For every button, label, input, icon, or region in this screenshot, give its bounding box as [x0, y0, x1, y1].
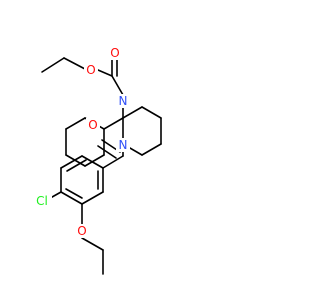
bond [81, 191, 104, 205]
atom-cl: Cl [36, 194, 48, 208]
bond [97, 145, 117, 159]
atom-o-ester: O [86, 63, 95, 77]
bond [122, 106, 143, 119]
bond [66, 159, 87, 172]
atom-label-bg [116, 138, 130, 152]
structure-drawing: O O N N O Cl O [32, 46, 162, 275]
bond [103, 117, 124, 130]
bond [65, 117, 86, 130]
atom-o-amide: O [88, 118, 97, 132]
bond [141, 106, 162, 119]
bond [65, 188, 83, 199]
bond [41, 57, 65, 73]
atom-n-top: N [119, 94, 128, 108]
atom-o-carbonyl: O [110, 46, 119, 60]
bond [84, 154, 105, 167]
molecule-canvas: O O N N O Cl O [32, 46, 162, 275]
bond [81, 155, 104, 169]
atom-label-bg [32, 194, 52, 208]
atom-label-bg [75, 224, 89, 238]
bond [63, 57, 86, 70]
bond [60, 155, 83, 169]
bond [102, 155, 124, 169]
atom-o-ether: O [77, 224, 86, 238]
bond [141, 143, 162, 156]
bond [60, 191, 83, 205]
bond [97, 69, 113, 77]
atom-label-bg [108, 46, 122, 60]
atom-n-bottom: N [119, 138, 128, 152]
bond [111, 75, 124, 96]
atom-label-bg [86, 118, 100, 132]
bond [81, 237, 104, 251]
atom-label-bg [116, 94, 130, 108]
atom-label-bg [84, 63, 98, 77]
